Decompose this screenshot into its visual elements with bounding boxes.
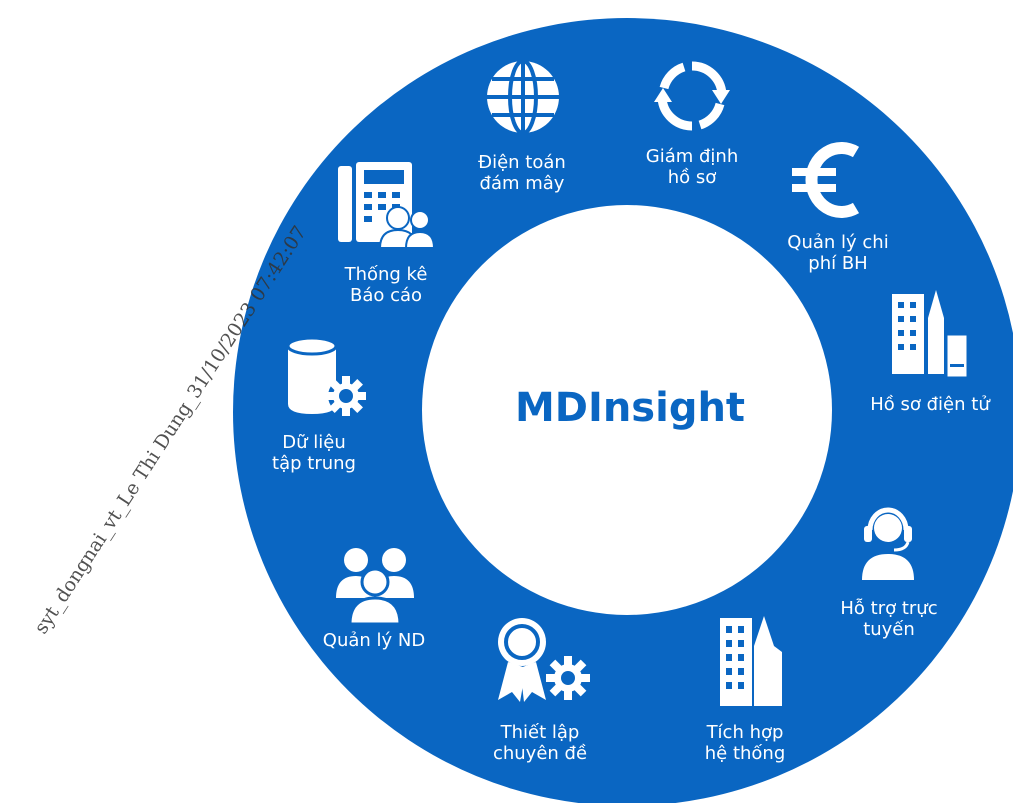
- globe-icon: [484, 58, 562, 140]
- headset-user-icon: [856, 500, 920, 584]
- buildings-document-icon: [890, 288, 970, 384]
- city-buildings-icon: [718, 612, 784, 712]
- phone-users-icon: [338, 158, 436, 252]
- label-ho-so-dien-tu: Hồ sơ điện tử: [870, 394, 990, 415]
- award-gear-icon: [494, 612, 594, 708]
- euro-icon: [792, 138, 864, 226]
- inner-circle: [422, 205, 832, 615]
- label-quan-ly-nd: Quản lý ND: [322, 630, 426, 651]
- center-title: MDInsight: [514, 385, 746, 431]
- refresh-icon: [654, 58, 730, 138]
- database-gear-icon: [282, 334, 372, 424]
- user-group-icon: [334, 540, 416, 628]
